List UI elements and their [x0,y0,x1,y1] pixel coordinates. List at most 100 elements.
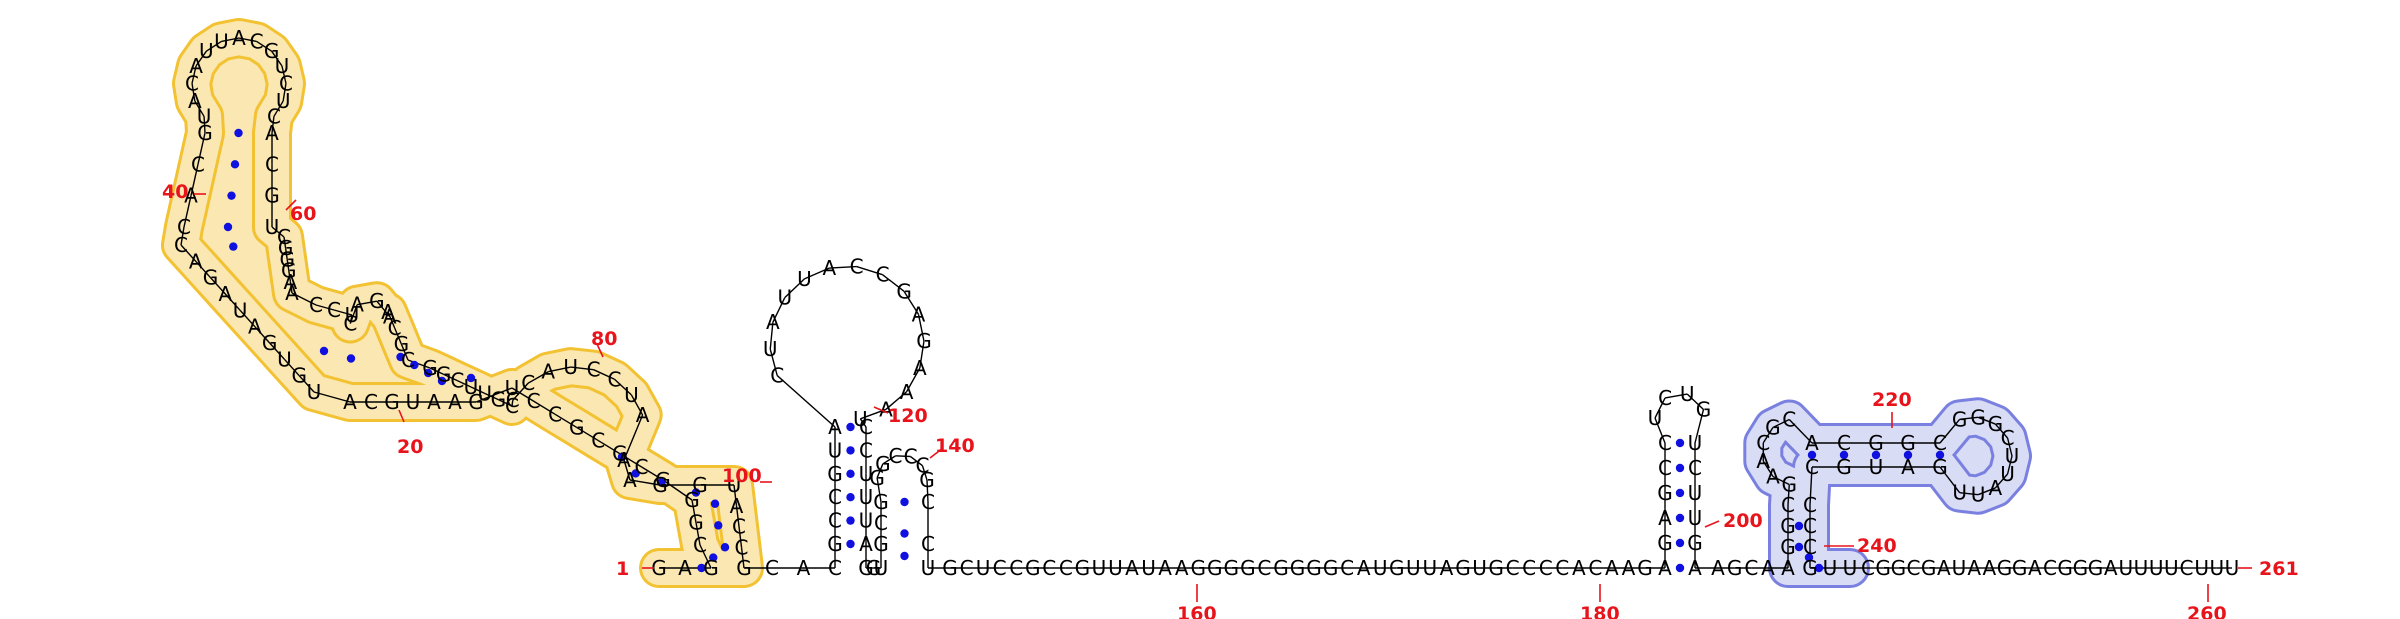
nucleotide: U [199,39,214,63]
nucleotide: A [1766,465,1780,489]
nucleotide: C [904,445,918,469]
base-pair-dot [720,543,730,552]
nucleotide: U [1373,556,1388,580]
backbone-link [400,343,409,361]
nucleotide: G [1988,412,2004,436]
nucleotide: C [634,455,648,479]
nucleotide: G [468,390,484,414]
nucleotide: C [401,348,415,372]
nucleotide: C [177,215,191,239]
base-pair-dot [346,354,356,363]
nucleotide: G [866,556,882,580]
nucleotide: C [1861,556,1875,580]
backbone-link [641,466,664,481]
backbone-link [769,349,778,376]
nucleotide: G [858,556,874,580]
position-label-1: 1 [616,558,629,580]
nucleotide: U [1141,556,1156,580]
backbone-link [876,463,884,479]
nucleotide: G [736,556,752,580]
backbone-link [629,479,661,486]
backbone-link [407,359,431,369]
nucleotide: G [652,473,668,497]
nucleotide: G [1802,556,1818,580]
nucleotide: C [732,515,746,539]
base-pair-dot [714,521,723,530]
nucleotide: C [2043,556,2057,580]
backbone-link [1762,460,1774,477]
nucleotide: U [1688,506,1703,530]
base-pair-dot [227,191,236,200]
backbone-link [470,386,485,394]
nucleotide: U [1092,556,1107,580]
nucleotide: U [1680,382,1695,406]
position-label-200: 200 [1723,510,1763,532]
nucleotide: G [869,466,885,490]
nucleotide: C [1803,493,1817,517]
nucleotide: C [1803,514,1817,538]
nucleotide: G [1765,415,1781,439]
nucleotide: G [1190,556,1206,580]
backbone-link [475,387,513,403]
nucleotide: U [1406,556,1421,580]
backbone-link [772,297,786,323]
backbone-link [191,65,197,84]
nucleotide: A [343,390,357,414]
backbone-link [885,391,908,410]
nucleotide: C [327,298,341,322]
backbone-link [895,455,911,458]
nucleotide: C [1658,386,1672,410]
nucleotide: G [1207,556,1223,580]
backbone-link [804,267,830,280]
nucleotide: G [1323,556,1339,580]
backbone-link [291,292,317,306]
nucleotide: G [1306,556,1322,580]
nucleotide: C [450,369,464,393]
nucleotide: U [1869,455,1884,479]
position-label-261: 261 [2259,558,2299,580]
nucleotide: A [912,302,926,326]
backbone-link [195,260,212,279]
base-pair-dot [631,469,640,478]
nucleotide: U [275,54,290,78]
backbone-link [429,367,444,375]
nucleotide: A [730,494,744,518]
nucleotide: C [921,532,935,556]
nucleotide: G [264,39,280,63]
base-pair-dot [423,368,433,378]
nucleotide: G [655,468,671,492]
position-label-60: 60 [290,203,316,225]
nucleotide: U [763,337,778,361]
base-pair-dot [1675,488,1685,498]
nucleotide: G [1488,556,1504,580]
nucleotide: C [185,71,199,95]
backbone-link [283,358,300,377]
nucleotide: U [921,556,936,580]
base-pair-dot [900,551,909,561]
backbone-link [876,477,882,503]
base-pair-dot [697,563,706,573]
nucleotide: G [1696,397,1712,421]
nucleotide: C [1042,556,1056,580]
nucleotide: G [827,532,843,556]
nucleotide: C [548,402,562,426]
backbone-link [203,116,206,134]
backbone-link [1994,423,2009,439]
nucleotide: C [828,509,842,533]
nucleotide: A [900,380,914,404]
backbone-link [238,37,257,43]
nucleotide: C [993,556,1007,580]
nucleotide: G [2073,556,2089,580]
nucleotide: G [281,259,297,283]
base-pair-dot [1814,563,1824,573]
base-pair-dot [234,128,243,138]
base-pair-dot [709,553,718,562]
nucleotide: G [703,556,719,580]
backbone-link [614,378,632,396]
nucleotide: U [1823,556,1838,580]
nucleotide: C [521,371,535,395]
nucleotide: U [2005,444,2020,468]
nucleotide: U [976,556,991,580]
position-label-120: 120 [888,405,928,427]
